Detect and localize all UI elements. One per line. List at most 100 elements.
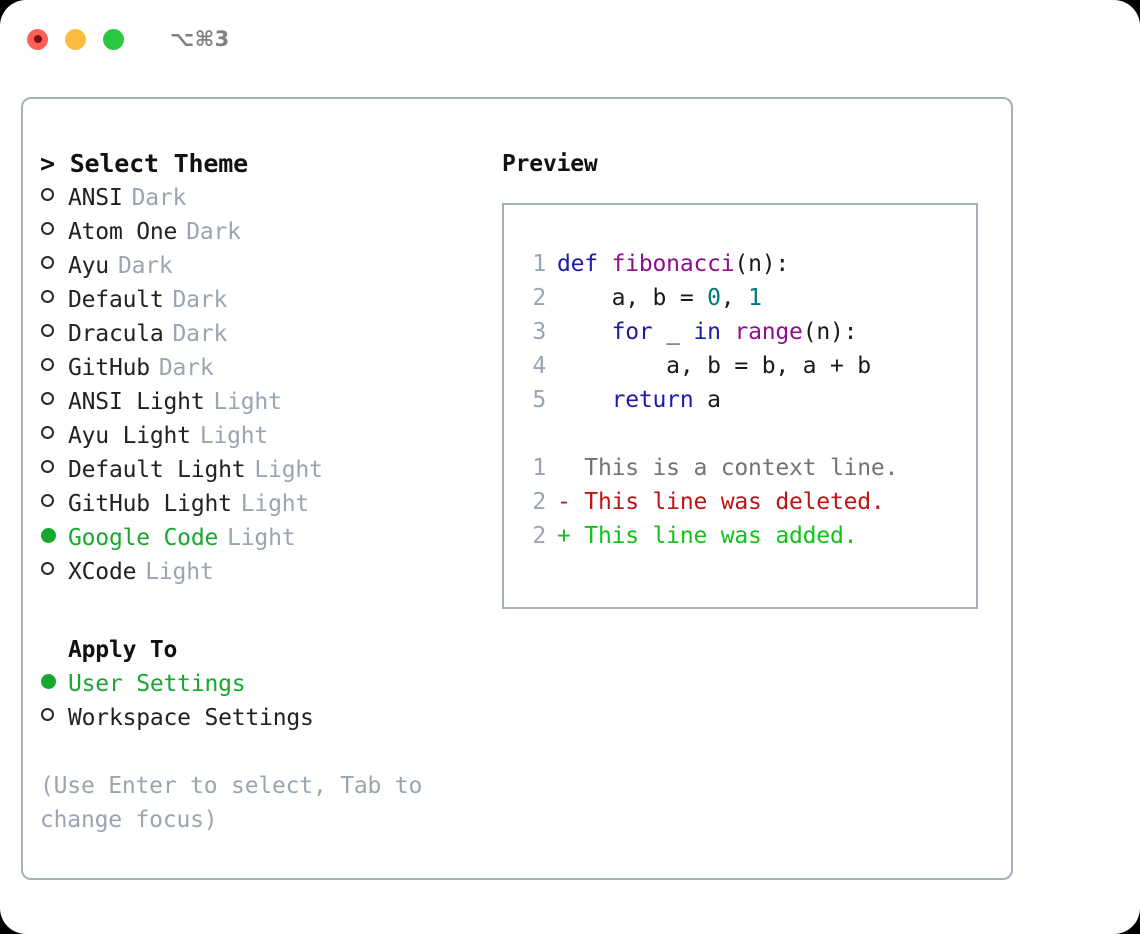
code-token-plain — [721, 319, 735, 345]
radio-glyph — [41, 392, 54, 405]
theme-variant-tag: Dark — [172, 287, 228, 313]
theme-option-1[interactable]: Atom One Dark — [40, 215, 480, 249]
theme-option-label: Ayu — [68, 253, 109, 279]
diff-line-del: 2 - This line was deleted. — [518, 485, 898, 519]
radio-glyph — [41, 494, 54, 507]
apply-to-option-label: Workspace Settings — [68, 705, 314, 731]
code-token-plain: a, b = b, a + b — [557, 353, 871, 379]
code-blank-line — [518, 417, 898, 451]
radio-glyph — [41, 290, 54, 303]
radio-glyph — [41, 562, 54, 575]
theme-option-label: ANSI Light — [68, 389, 205, 415]
line-number: 5 — [532, 387, 546, 413]
code-token-plain: a — [693, 387, 721, 413]
theme-option-0[interactable]: ANSI Dark — [40, 181, 480, 215]
code-token-kw: for — [611, 319, 653, 345]
theme-option-label: GitHub — [68, 355, 150, 381]
theme-variant-tag: Light — [254, 457, 323, 483]
minimize-button-icon[interactable] — [65, 28, 86, 50]
code-token-num: 0 — [707, 285, 721, 311]
line-number: 1 — [532, 455, 546, 481]
code-token-plain: (n): — [734, 251, 790, 277]
radio-glyph — [41, 426, 54, 439]
radio-glyph — [41, 188, 54, 201]
diff-text: This is a context line. — [557, 455, 899, 481]
code-token-plain — [557, 319, 612, 345]
theme-variant-tag: Dark — [186, 219, 241, 245]
radio-glyph — [41, 222, 54, 235]
theme-variant-tag: Light — [199, 423, 269, 449]
apply-to-option-0[interactable]: User Settings — [40, 667, 480, 701]
close-button-icon[interactable] — [27, 28, 48, 50]
code-token-kw: in — [693, 319, 721, 345]
theme-option-9[interactable]: GitHub Light Light — [40, 487, 480, 521]
code-token-plain — [557, 387, 612, 413]
code-line: 4 a, b = b, a + b — [518, 349, 898, 383]
theme-variant-tag: Dark — [131, 185, 187, 211]
code-token-plain: (n): — [802, 319, 858, 345]
theme-list-header: > Select Theme — [40, 149, 248, 178]
code-line: 2 a, b = 0, 1 — [518, 281, 898, 315]
code-token-plain: , — [720, 285, 749, 311]
theme-option-6[interactable]: ANSI Light Light — [40, 385, 480, 419]
hint-spacer — [40, 735, 480, 769]
theme-option-2[interactable]: Ayu Dark — [40, 249, 480, 283]
theme-option-3[interactable]: Default Dark — [40, 283, 480, 317]
line-number: 2 — [532, 285, 546, 311]
diff-text: + This line was added. — [557, 523, 858, 549]
line-number: 3 — [532, 319, 546, 345]
theme-option-label: Ayu Light — [68, 423, 191, 449]
code-token-num: 1 — [748, 285, 762, 311]
preview-title: Preview — [502, 151, 598, 177]
theme-variant-tag: Dark — [158, 355, 214, 381]
theme-option-label: Default Light — [68, 457, 246, 483]
keyboard-shortcut-label: ⌥⌘3 — [170, 27, 230, 51]
radio-glyph — [41, 708, 54, 721]
code-token-fn: fibonacci — [611, 251, 735, 277]
theme-variant-tag: Dark — [117, 253, 173, 279]
radio-glyph — [41, 256, 54, 269]
theme-variant-tag: Light — [240, 491, 310, 517]
line-number: 2 — [532, 489, 546, 515]
code-line: 3 for _ in range(n): — [518, 315, 898, 349]
theme-option-label: ANSI — [68, 185, 123, 211]
line-number: 1 — [532, 251, 546, 277]
radio-glyph — [41, 358, 54, 371]
code-token-fn: range — [734, 319, 803, 345]
apply-to-option-label: User Settings — [68, 671, 246, 697]
theme-option-label: XCode — [68, 559, 137, 585]
code-line: 5 return a — [518, 383, 898, 417]
theme-variant-tag: Light — [213, 389, 282, 415]
apply-to-title: Apply To — [68, 637, 178, 663]
theme-option-label: Atom One — [68, 219, 178, 245]
code-token-kw: return — [611, 387, 694, 413]
theme-variant-tag: Dark — [172, 321, 228, 347]
apply-to-option-1[interactable]: Workspace Settings — [40, 701, 480, 735]
diff-text: - This line was deleted. — [557, 489, 885, 515]
theme-option-7[interactable]: Ayu Light Light — [40, 419, 480, 453]
theme-option-8[interactable]: Default Light Light — [40, 453, 480, 487]
theme-option-label: GitHub Light — [68, 491, 232, 517]
theme-option-label: Default — [68, 287, 164, 313]
line-number: 2 — [532, 523, 546, 549]
theme-option-10[interactable]: Google Code Light — [40, 521, 480, 555]
theme-option-5[interactable]: GitHub Dark — [40, 351, 480, 385]
line-number: 4 — [532, 353, 546, 379]
theme-option-label: Google Code — [68, 525, 219, 551]
diff-line-add: 2 + This line was added. — [518, 519, 898, 553]
maximize-button-icon[interactable] — [103, 28, 124, 50]
theme-variant-tag: Light — [227, 525, 296, 551]
traffic-light-controls — [27, 28, 124, 50]
keyboard-hint-text: (Use Enter to select, Tab to change focu… — [40, 773, 423, 833]
